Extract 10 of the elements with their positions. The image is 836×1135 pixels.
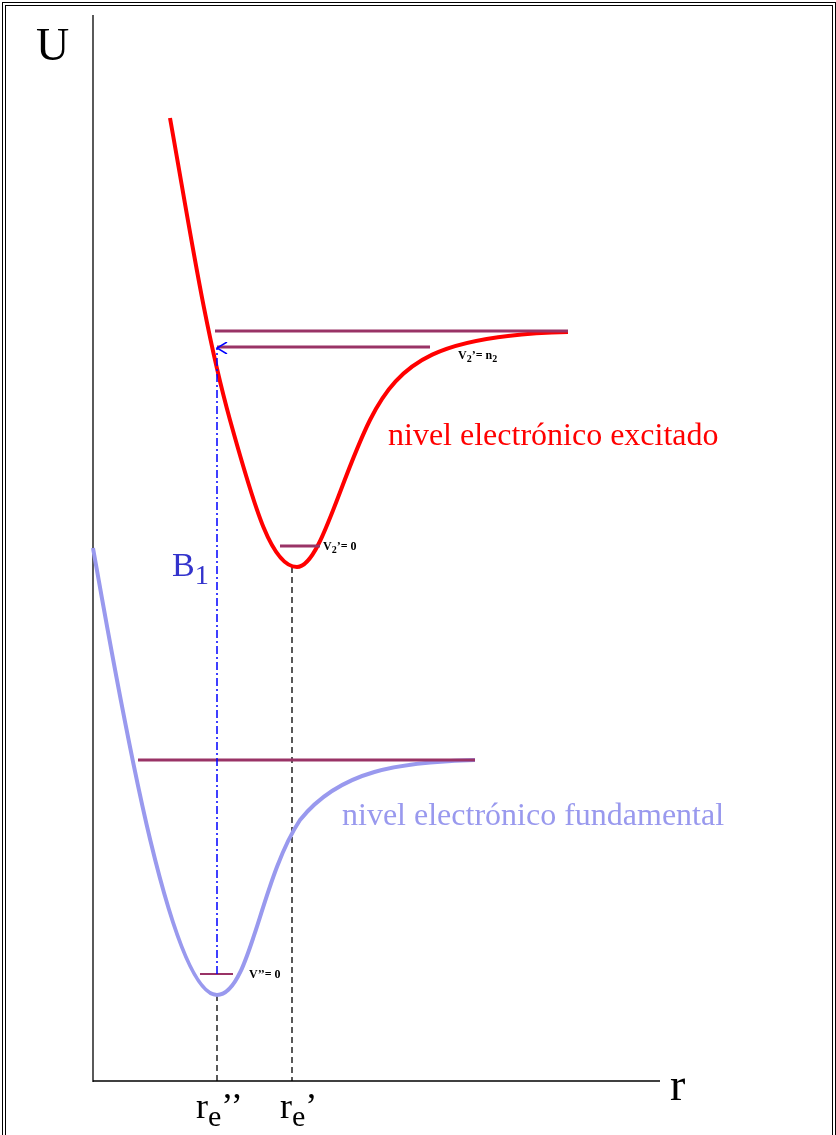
axis-label: r [670,1062,686,1108]
tick-label: r$_{e}$’’ [196,1088,243,1132]
level-label: V’’= 0 [249,968,281,980]
curve-label: nivel electrónico excitado [388,418,719,450]
axis-label: U [36,22,70,68]
level-label: V$_{2}$’= 0 [323,540,357,556]
transition-label: B$_{1}$ [172,548,209,590]
curve-label: nivel electrónico fundamental [342,798,725,830]
tick-label: r$_{e}$’ [280,1088,318,1132]
level-label: V$_{2}$’= n$_{2}$ [458,349,498,365]
